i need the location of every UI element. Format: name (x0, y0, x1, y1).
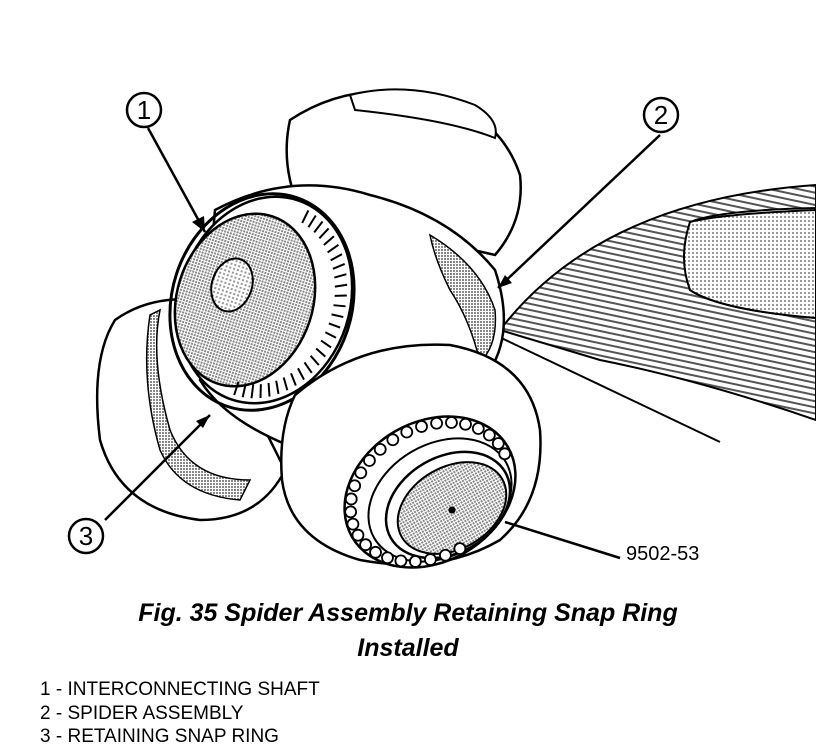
legend-number: 1 (40, 679, 51, 700)
legend-label: INTERCONNECTING SHAFT (67, 679, 319, 700)
caption-line-2: Installed (0, 631, 816, 666)
legend-number: 3 (40, 726, 51, 747)
callout-2: 2 (644, 98, 678, 132)
caption-line-1: Fig. 35 Spider Assembly Retaining Snap R… (0, 596, 816, 631)
outer-housing (495, 185, 816, 442)
callout-1: 1 (127, 93, 161, 127)
callout-2-label: 2 (654, 100, 668, 130)
callout-1-label: 1 (137, 95, 151, 125)
callout-3-label: 3 (79, 521, 93, 551)
leader-line-1 (148, 128, 205, 232)
callout-3: 3 (69, 519, 103, 553)
leader-line-id (505, 522, 620, 558)
legend-item-spider-assembly: 2 - SPIDER ASSEMBLY (40, 702, 320, 726)
legend-item-interconnecting-shaft: 1 - INTERCONNECTING SHAFT (40, 678, 320, 702)
legend-label: RETAINING SNAP RING (67, 726, 279, 747)
figure-caption: Fig. 35 Spider Assembly Retaining Snap R… (0, 596, 816, 666)
legend-number: 2 (40, 703, 51, 724)
spider-assembly-illustration: 1 2 3 9502-53 (0, 0, 816, 600)
figure-image-id: 9502-53 (626, 543, 699, 565)
legend-item-retaining-snap-ring: 3 - RETAINING SNAP RING (40, 725, 320, 749)
legend-list: 1 - INTERCONNECTING SHAFT 2 - SPIDER ASS… (40, 678, 320, 749)
legend-label: SPIDER ASSEMBLY (67, 703, 243, 724)
